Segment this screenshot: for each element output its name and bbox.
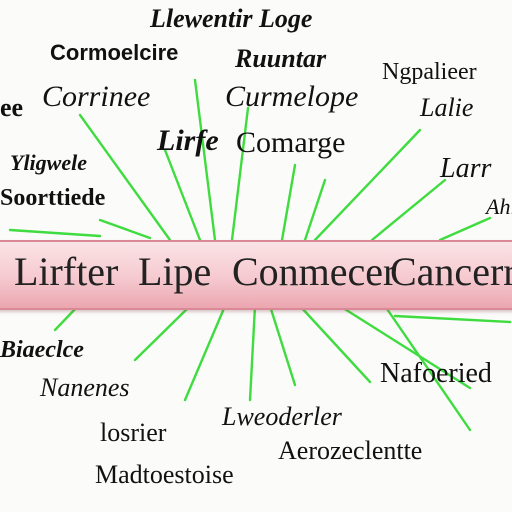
connector-line: [133, 304, 192, 362]
banner-word-4: Cancerr: [390, 249, 512, 294]
connector-line: [98, 218, 152, 240]
connector-line: [268, 304, 297, 387]
label-ngpalieer: Ngpalieer: [382, 59, 477, 85]
label-nafoeried: Nafoeried: [380, 358, 492, 389]
label-lirfe: Lirfe: [157, 124, 219, 157]
connector-line: [248, 304, 257, 402]
connector-line: [193, 78, 217, 242]
connector-line: [303, 178, 327, 242]
banner-word-2: Lipe: [138, 249, 212, 294]
connector-line: [183, 304, 227, 402]
connector-line: [280, 163, 297, 242]
label-lalie: Lalie: [420, 93, 474, 122]
label-biaeclce: Biaeclce: [0, 337, 84, 363]
label-ee: ee: [0, 93, 24, 122]
connector-line: [338, 304, 472, 390]
label-cormoelcire: Cormoelcire: [50, 40, 179, 65]
label-llewentir-loge: Llewentir Loge: [150, 4, 313, 33]
label-ahl: Ahl: [486, 194, 512, 219]
banner-word-3: Conmecer: [232, 249, 397, 294]
connector-line: [298, 304, 372, 384]
connector-line: [163, 148, 202, 242]
label-comarge: Comarge: [236, 126, 346, 159]
connector-line: [383, 304, 472, 432]
connector-line: [78, 113, 172, 242]
label-curmelope: Curmelope: [225, 80, 359, 113]
banner-word-1: Lirfter: [14, 249, 119, 294]
title-banner: [0, 240, 512, 310]
label-lweoderler: Lweoderler: [222, 402, 342, 431]
connector-line: [438, 216, 492, 242]
connector-line: [393, 314, 512, 324]
label-soorttiede: Soorttiede: [0, 185, 106, 211]
label-nanenes: Nanenes: [40, 373, 130, 402]
label-corrinee: Corrinee: [42, 80, 151, 113]
connector-line: [370, 178, 447, 242]
label-yligwele: Yligwele: [10, 150, 87, 175]
connector-line: [313, 128, 422, 242]
label-aerozeclentte: Aerozeclentte: [278, 436, 423, 465]
connector-line: [53, 304, 80, 332]
connector-line: [8, 228, 102, 238]
label-madtoestoise: Madtoestoise: [95, 460, 234, 489]
label-ruuntar: Ruuntar: [235, 44, 327, 73]
label-losrier: losrier: [100, 418, 167, 447]
connector-line: [230, 106, 250, 242]
label-larr: Larr: [440, 153, 492, 184]
